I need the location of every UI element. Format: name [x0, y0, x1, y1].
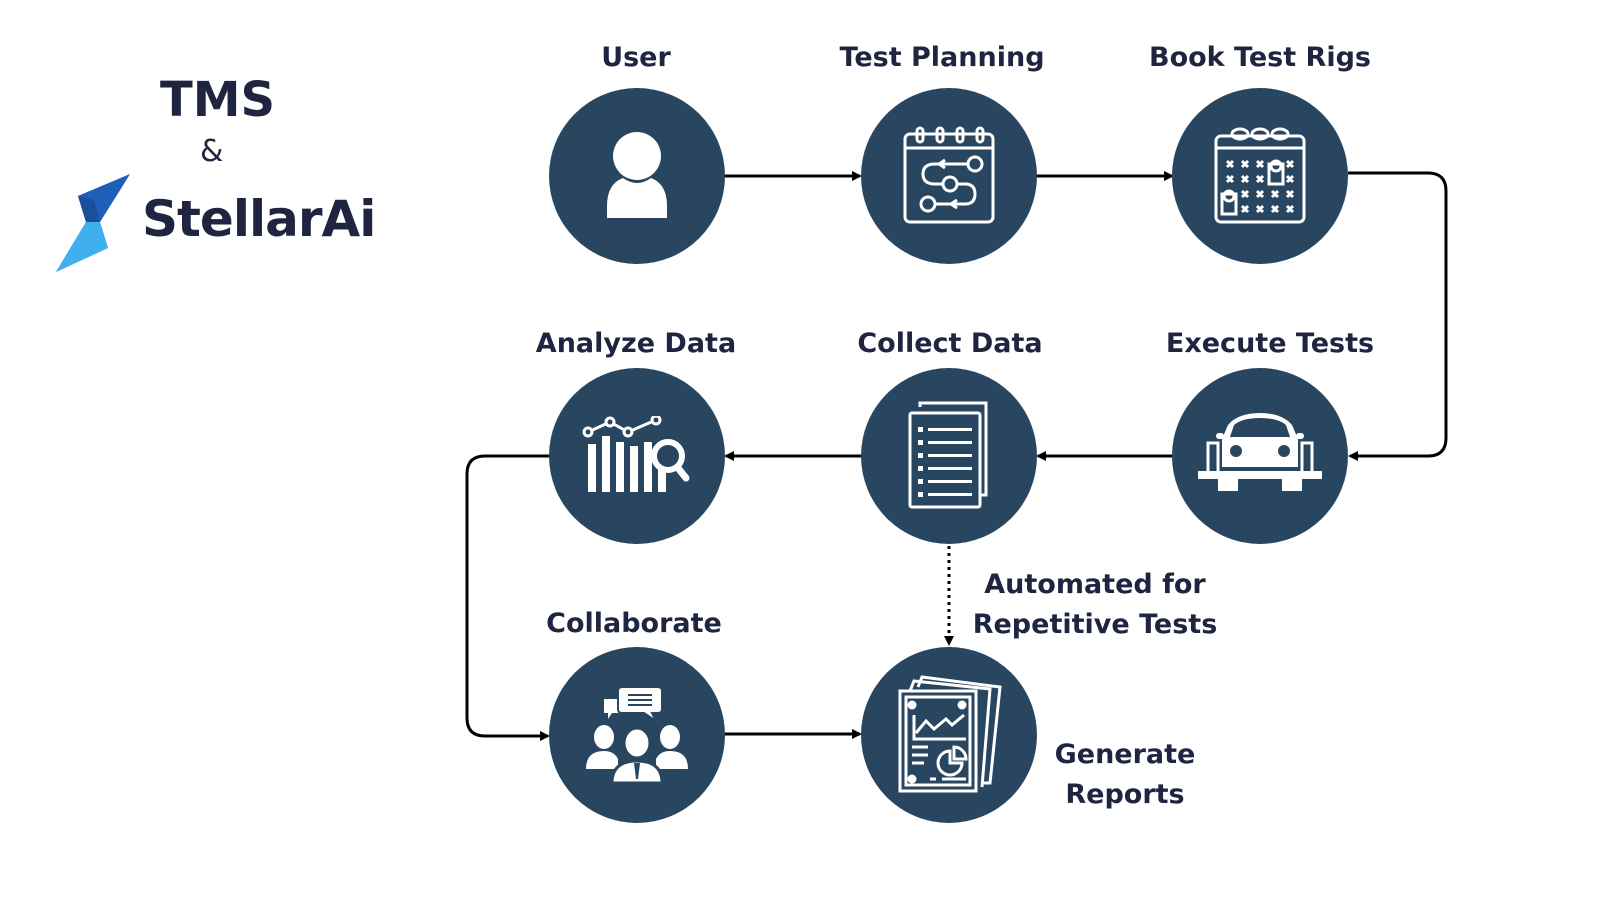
- automation-note-line-2: Repetitive Tests: [972, 609, 1218, 640]
- node-book-test-rigs[interactable]: [1172, 88, 1348, 264]
- user-icon: [607, 127, 667, 218]
- node-collect-data[interactable]: [861, 368, 1037, 544]
- node-label-collect-data: Collect Data: [857, 328, 1043, 359]
- node-generate-reports[interactable]: [861, 647, 1037, 823]
- brand-title: TMS: [160, 72, 276, 128]
- node-analyze-data[interactable]: [549, 368, 725, 544]
- node-label-execute-tests: Execute Tests: [1165, 328, 1375, 359]
- report-chart-icon: [898, 675, 1002, 793]
- team-chat-icon: [586, 686, 688, 785]
- node-label-book-test-rigs: Book Test Rigs: [1149, 42, 1371, 73]
- brand-ampersand: &: [200, 134, 224, 169]
- node-collaborate[interactable]: [549, 647, 725, 823]
- calendar-workflow-icon: [903, 126, 995, 224]
- node-execute-tests[interactable]: [1172, 368, 1348, 544]
- node-label-test-planning: Test Planning: [839, 42, 1045, 73]
- node-test-planning[interactable]: [861, 88, 1037, 264]
- node-label-user: User: [601, 42, 671, 73]
- edge-analyze-to-collaborate: [465, 454, 550, 741]
- node-label-analyze-data: Analyze Data: [535, 328, 737, 359]
- brand-name: StellarAi: [142, 190, 376, 248]
- node-label-generate-reports: Generate Reports: [1030, 735, 1220, 815]
- stellarai-logo-icon: [56, 174, 132, 272]
- chart-magnifier-icon: [582, 416, 690, 492]
- edge-rigs-to-execute: [1348, 171, 1448, 461]
- node-user[interactable]: [549, 88, 725, 264]
- generate-reports-line-1: Generate: [1054, 739, 1196, 770]
- node-label-collaborate: Collaborate: [546, 608, 722, 639]
- document-list-icon: [908, 401, 988, 509]
- calendar-booking-icon: [1214, 127, 1306, 224]
- generate-reports-line-2: Reports: [1065, 779, 1185, 810]
- automation-note: Automated for Repetitive Tests: [960, 565, 1230, 645]
- automation-note-line-1: Automated for: [984, 569, 1206, 600]
- car-test-rig-icon: [1198, 413, 1322, 491]
